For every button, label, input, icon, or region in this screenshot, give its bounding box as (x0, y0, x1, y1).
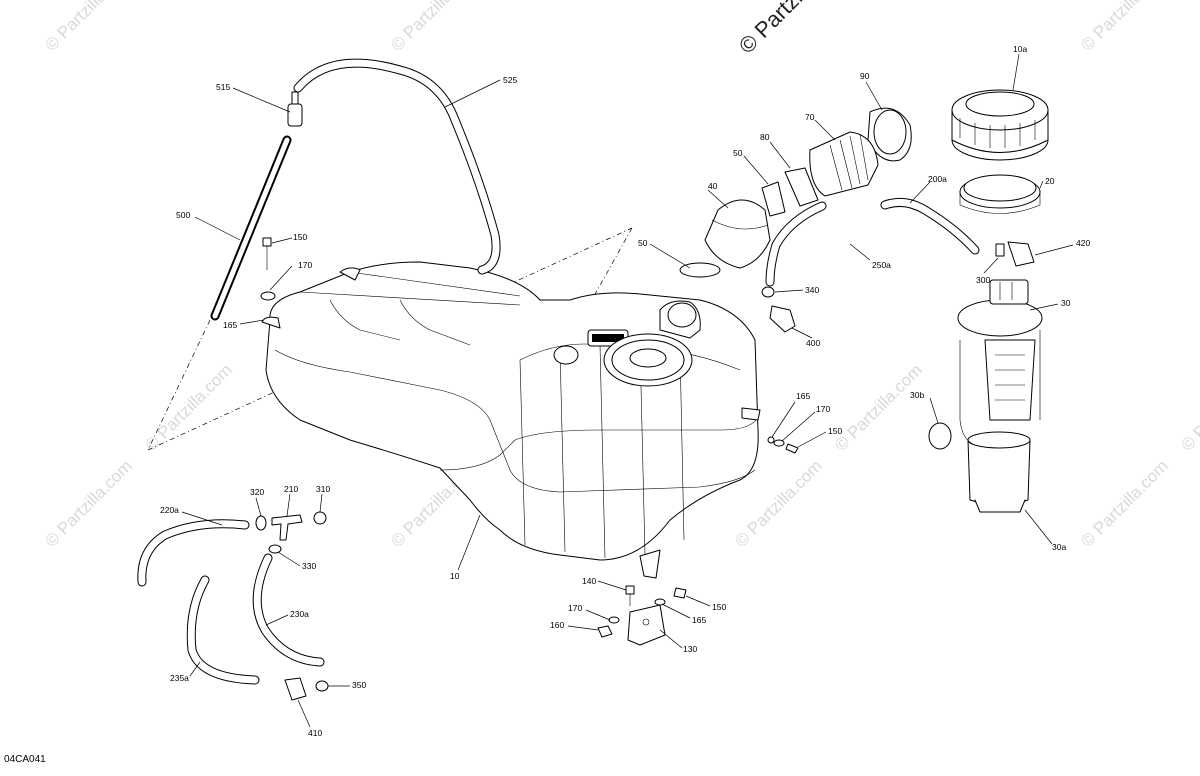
callout-labels: 515 525 500 150 170 165 10 90 70 80 50 4… (160, 44, 1090, 738)
callout-230a: 230a (290, 609, 309, 619)
clamp-50-lower (679, 262, 721, 278)
callout-90: 90 (860, 71, 870, 81)
callout-140: 140 (582, 576, 596, 586)
bolt-150-lower (673, 587, 687, 599)
callout-165-right: 165 (796, 391, 810, 401)
fitting-300 (995, 243, 1005, 257)
washer-165-lower (654, 598, 666, 606)
watermark-text: © Partzilla.com (41, 456, 135, 550)
callout-10a: 10a (1013, 44, 1027, 54)
callout-30a: 30a (1052, 542, 1066, 552)
fitting-400 (769, 305, 796, 333)
bolt-165-right (767, 436, 775, 444)
watermark-text: © Partzilla.com (141, 360, 235, 454)
clamp-340 (761, 286, 775, 298)
clamp-310 (313, 511, 327, 525)
callout-30b: 30b (910, 390, 924, 400)
callout-340: 340 (805, 285, 819, 295)
copyright-watermark: © Partzilla.com (734, 0, 857, 59)
washer-170-lower (608, 616, 620, 624)
callout-50-lower: 50 (638, 238, 648, 248)
callout-150-right: 150 (828, 426, 842, 436)
washer-170-upper (260, 291, 276, 301)
fuel-pump-30 (957, 279, 1043, 506)
callout-300: 300 (976, 275, 990, 285)
callout-525: 525 (503, 75, 517, 85)
watermark-text: © Partzilla.com (1077, 456, 1171, 550)
callout-10: 10 (450, 571, 460, 581)
callout-235a: 235a (170, 673, 189, 683)
callout-310: 310 (316, 484, 330, 494)
watermark-text: © Partzilla.com (41, 0, 135, 55)
seal-20 (959, 174, 1041, 214)
filler-neck-70 (809, 131, 879, 197)
fuel-tank (261, 261, 761, 579)
vent-tube-500 (210, 135, 292, 321)
locking-ring-10a (951, 89, 1049, 161)
callout-350: 350 (352, 680, 366, 690)
diagram-code: 04CA041 (4, 754, 46, 765)
filler-adapter-80 (784, 167, 819, 207)
callout-20: 20 (1045, 176, 1055, 186)
callout-130: 130 (683, 644, 697, 654)
vent-valve-515 (287, 91, 303, 127)
callout-40: 40 (708, 181, 718, 191)
filler-cap-90 (867, 107, 912, 162)
connector-420 (1007, 241, 1035, 267)
callout-420: 420 (1076, 238, 1090, 248)
callout-320: 320 (250, 487, 264, 497)
clamp-320 (255, 515, 267, 531)
float-30b (928, 422, 952, 450)
callout-170-right: 170 (816, 404, 830, 414)
callout-410: 410 (308, 728, 322, 738)
leader-lines (181, 53, 1074, 728)
hose-230a (252, 553, 325, 667)
callout-170: 170 (298, 260, 312, 270)
bolt-150-right (785, 443, 799, 454)
callout-500: 500 (176, 210, 190, 220)
hose-200a (880, 197, 980, 255)
hose-250a (765, 201, 827, 287)
filler-hose-40 (704, 199, 771, 269)
watermark-text: © Partzilla.com (1077, 0, 1171, 55)
callout-515: 515 (216, 82, 230, 92)
nut-160 (597, 625, 613, 638)
clamp-350 (315, 680, 329, 692)
callout-80: 80 (760, 132, 770, 142)
watermark-text: © Partzilla.com (831, 360, 925, 454)
callout-70: 70 (805, 112, 815, 122)
callout-150-lower: 150 (712, 602, 726, 612)
callout-50-upper: 50 (733, 148, 743, 158)
clamp-50-upper (761, 181, 786, 217)
clamp-330 (268, 544, 282, 554)
hose-220a (137, 519, 250, 587)
washer-170-right (773, 439, 785, 447)
callout-150: 150 (293, 232, 307, 242)
callout-200a: 200a (928, 174, 947, 184)
callout-165: 165 (223, 320, 237, 330)
bracket-130 (627, 604, 666, 646)
bolt-140 (625, 585, 635, 606)
callout-165-lower: 165 (692, 615, 706, 625)
callout-250a: 250a (872, 260, 891, 270)
watermark-text: © Partzilla.com (1177, 360, 1200, 454)
hose-235a (186, 575, 260, 685)
callout-170-lower: 170 (568, 603, 582, 613)
bolt-150-upper (262, 237, 272, 270)
callout-400: 400 (806, 338, 820, 348)
fitting-410 (284, 677, 307, 701)
callout-220a: 220a (160, 505, 179, 515)
callout-30: 30 (1061, 298, 1071, 308)
callout-330: 330 (302, 561, 316, 571)
watermark-text: © Partzilla.com (387, 0, 481, 55)
callout-160: 160 (550, 620, 564, 630)
tee-210 (271, 514, 303, 541)
bracket-30a (974, 499, 1026, 513)
vent-hose-525 (293, 58, 501, 275)
callout-210: 210 (284, 484, 298, 494)
